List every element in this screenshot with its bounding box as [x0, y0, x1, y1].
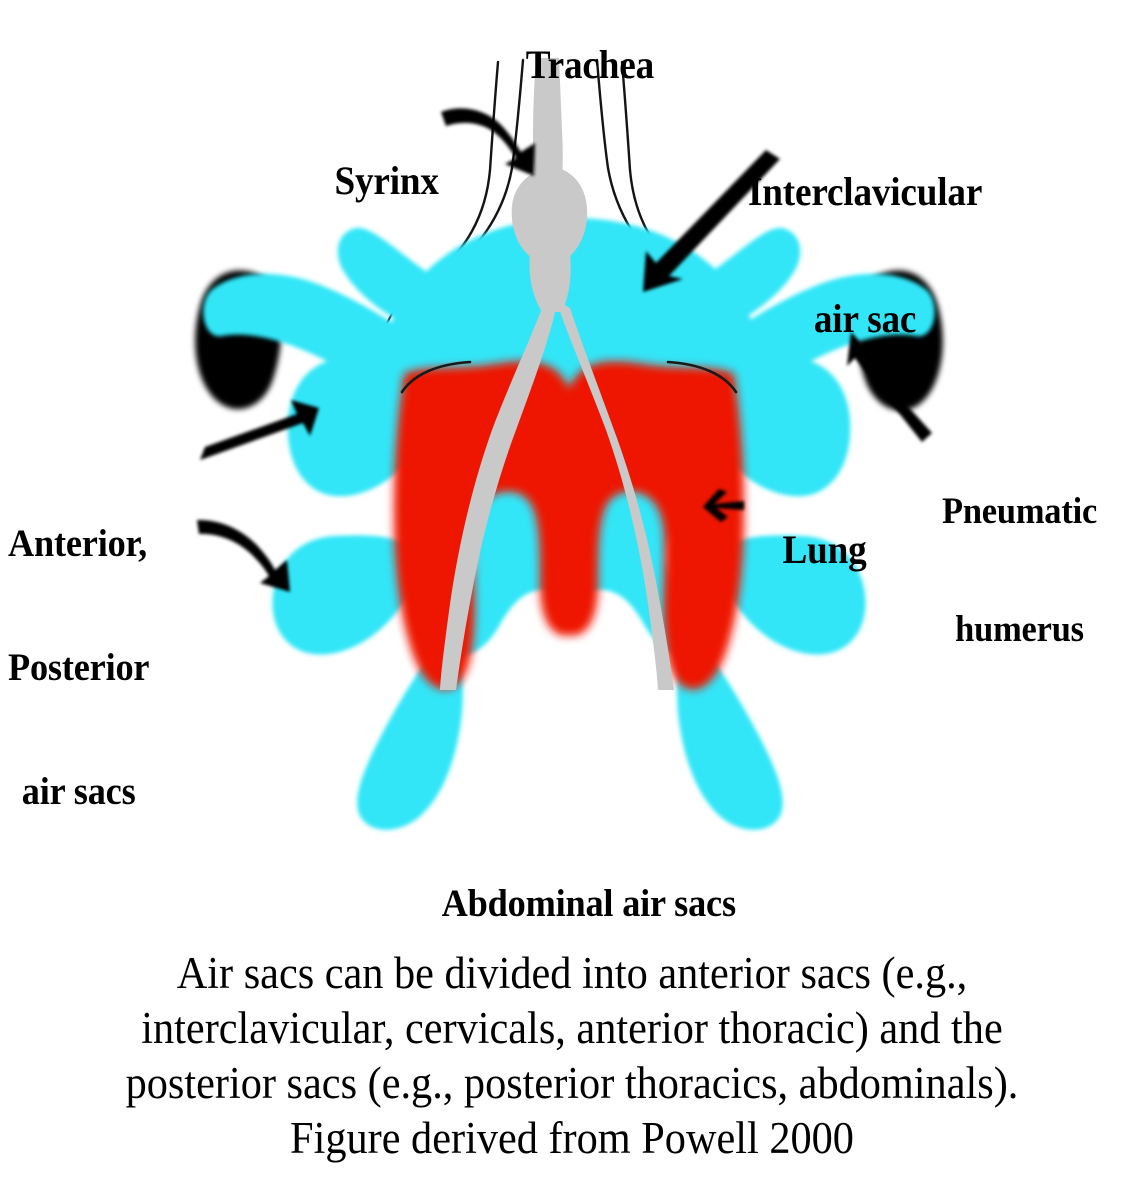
syrinx-bulb — [511, 167, 588, 265]
posterior-air-sac-left — [272, 535, 417, 655]
abdominal-air-sac-right — [677, 639, 783, 830]
trachea-tube — [533, 58, 563, 178]
lung-right — [550, 361, 744, 690]
label-interclavicular-line2: air sac — [813, 295, 917, 341]
label-abdominal-text: Abdominal air sacs — [441, 882, 736, 926]
caption-line-2: interclavicular, cervicals, anterior tho… — [141, 1002, 1003, 1053]
annotation-arrows — [197, 108, 932, 592]
interclavicular-arrow — [643, 150, 780, 292]
label-syrinx: Syrinx — [298, 118, 439, 245]
syrinx-arrow — [441, 108, 535, 176]
label-airsacs-line1: Anterior, — [8, 521, 148, 565]
caption-line-3: posterior sacs (e.g., posterior thoracic… — [125, 1057, 1019, 1108]
label-trachea: Trachea — [40, 2, 1104, 129]
label-airsacs-line3: air sacs — [21, 769, 136, 813]
label-trachea-text: Trachea — [525, 42, 654, 88]
anterior-air-sac-left — [287, 359, 422, 497]
label-pneumatic-humerus: Pneumatic humerus — [942, 414, 1097, 728]
bronchus-left — [440, 300, 556, 690]
lung-left — [394, 361, 588, 690]
label-anterior-posterior-air-sacs: Anterior, Posterior air sacs — [8, 440, 150, 895]
label-abdominal-air-sacs: Abdominal air sacs — [40, 842, 1104, 966]
label-interclavicular-air-sac: Interclavicular air sac — [748, 86, 982, 425]
lung-outline — [400, 360, 738, 394]
label-lung: Lung — [746, 487, 867, 614]
anatomy-figure: Trachea Syrinx Interclavicular air sac P… — [8, 2, 1104, 925]
label-interclavicular-line1: Interclavicular — [748, 168, 983, 214]
posterior-air-sac-arrow — [197, 519, 290, 592]
label-syrinx-text: Syrinx — [334, 158, 439, 204]
caption-line-4: Figure derived from Powell 2000 — [290, 1112, 854, 1163]
figure-caption: Air sacs can be divided into anterior sa… — [34, 946, 1109, 1166]
label-lung-text: Lung — [782, 527, 867, 573]
caption-line-1: Air sacs can be divided into anterior sa… — [176, 948, 968, 998]
posterior-air-sac-right — [721, 535, 866, 655]
label-airsacs-line2: Posterior — [8, 645, 150, 689]
lung-group — [394, 361, 744, 690]
bronchus-right — [556, 300, 674, 690]
anterior-air-sac-arrow — [200, 400, 319, 460]
pneumatic-humerus-arrow — [847, 332, 932, 442]
respiratory-system-illustration — [195, 58, 943, 830]
syrinx-neck — [529, 252, 571, 312]
anterior-air-sac-right — [716, 359, 851, 497]
lung-arrow — [703, 489, 744, 522]
label-pneumatic-line1: Pneumatic — [942, 491, 1098, 533]
label-pneumatic-line2: humerus — [955, 609, 1084, 651]
air-sac-group — [203, 218, 935, 830]
trachea-syrinx-bronchi — [440, 58, 674, 690]
